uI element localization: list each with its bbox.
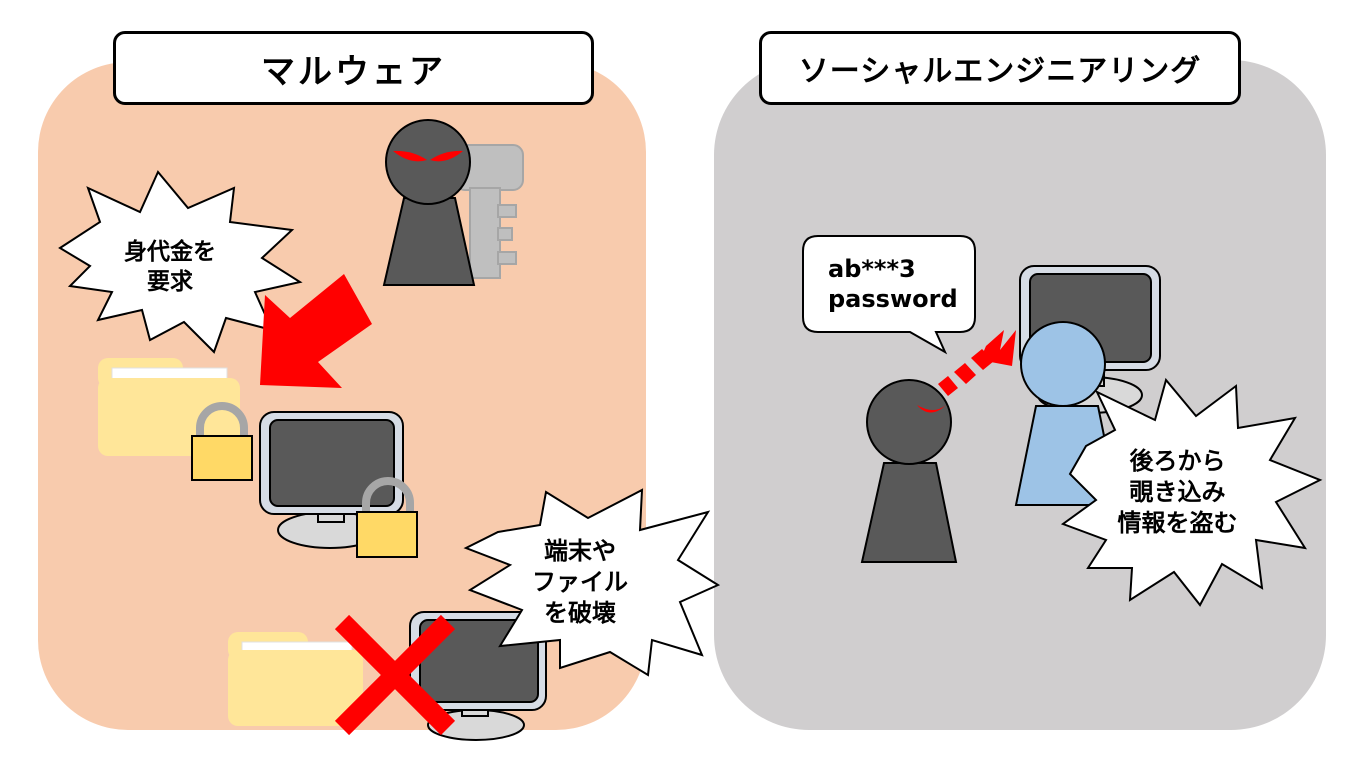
destroy-burst <box>463 488 721 677</box>
peek-callout-line: 後ろから <box>1129 447 1226 475</box>
ransom-callout-line: 要求 <box>147 268 193 295</box>
destroy-callout-line: を破壊 <box>544 599 616 628</box>
attacker-icon <box>860 379 958 563</box>
leaked-password-word: password <box>828 285 958 313</box>
speech-bubble-text: ab***3 password <box>828 254 968 314</box>
attack-arrow <box>260 274 372 388</box>
ransom-burst <box>58 170 303 354</box>
social-engineering-title: ソーシャルエンジニアリング <box>759 31 1241 105</box>
destroy-callout-line: 端末や <box>544 537 616 565</box>
lock-icon <box>191 402 253 481</box>
peek-callout-text: 後ろから 覗き込み 情報を盗む <box>1105 446 1250 540</box>
destroy-callout-text: 端末や ファイル を破壊 <box>510 536 650 630</box>
destroy-callout-line: ファイル <box>532 568 628 597</box>
ransom-callout-line: 身代金を <box>124 239 216 265</box>
leaked-password-fragment: ab***3 <box>828 255 916 283</box>
cross-icon <box>334 614 456 736</box>
malware-title: マルウェア <box>113 31 594 105</box>
attacker-icon <box>382 119 476 286</box>
lock-icon <box>356 477 418 558</box>
folder-icon <box>228 632 363 726</box>
peek-burst <box>1060 377 1323 607</box>
gaze-arrow <box>938 330 1016 396</box>
monitor-icon <box>259 411 404 549</box>
peek-callout-line: 覗き込み <box>1129 478 1226 507</box>
ransom-callout-text: 身代金を 要求 <box>95 238 245 298</box>
peek-callout-line: 情報を盗む <box>1117 509 1238 538</box>
speech-bubble <box>802 235 976 355</box>
